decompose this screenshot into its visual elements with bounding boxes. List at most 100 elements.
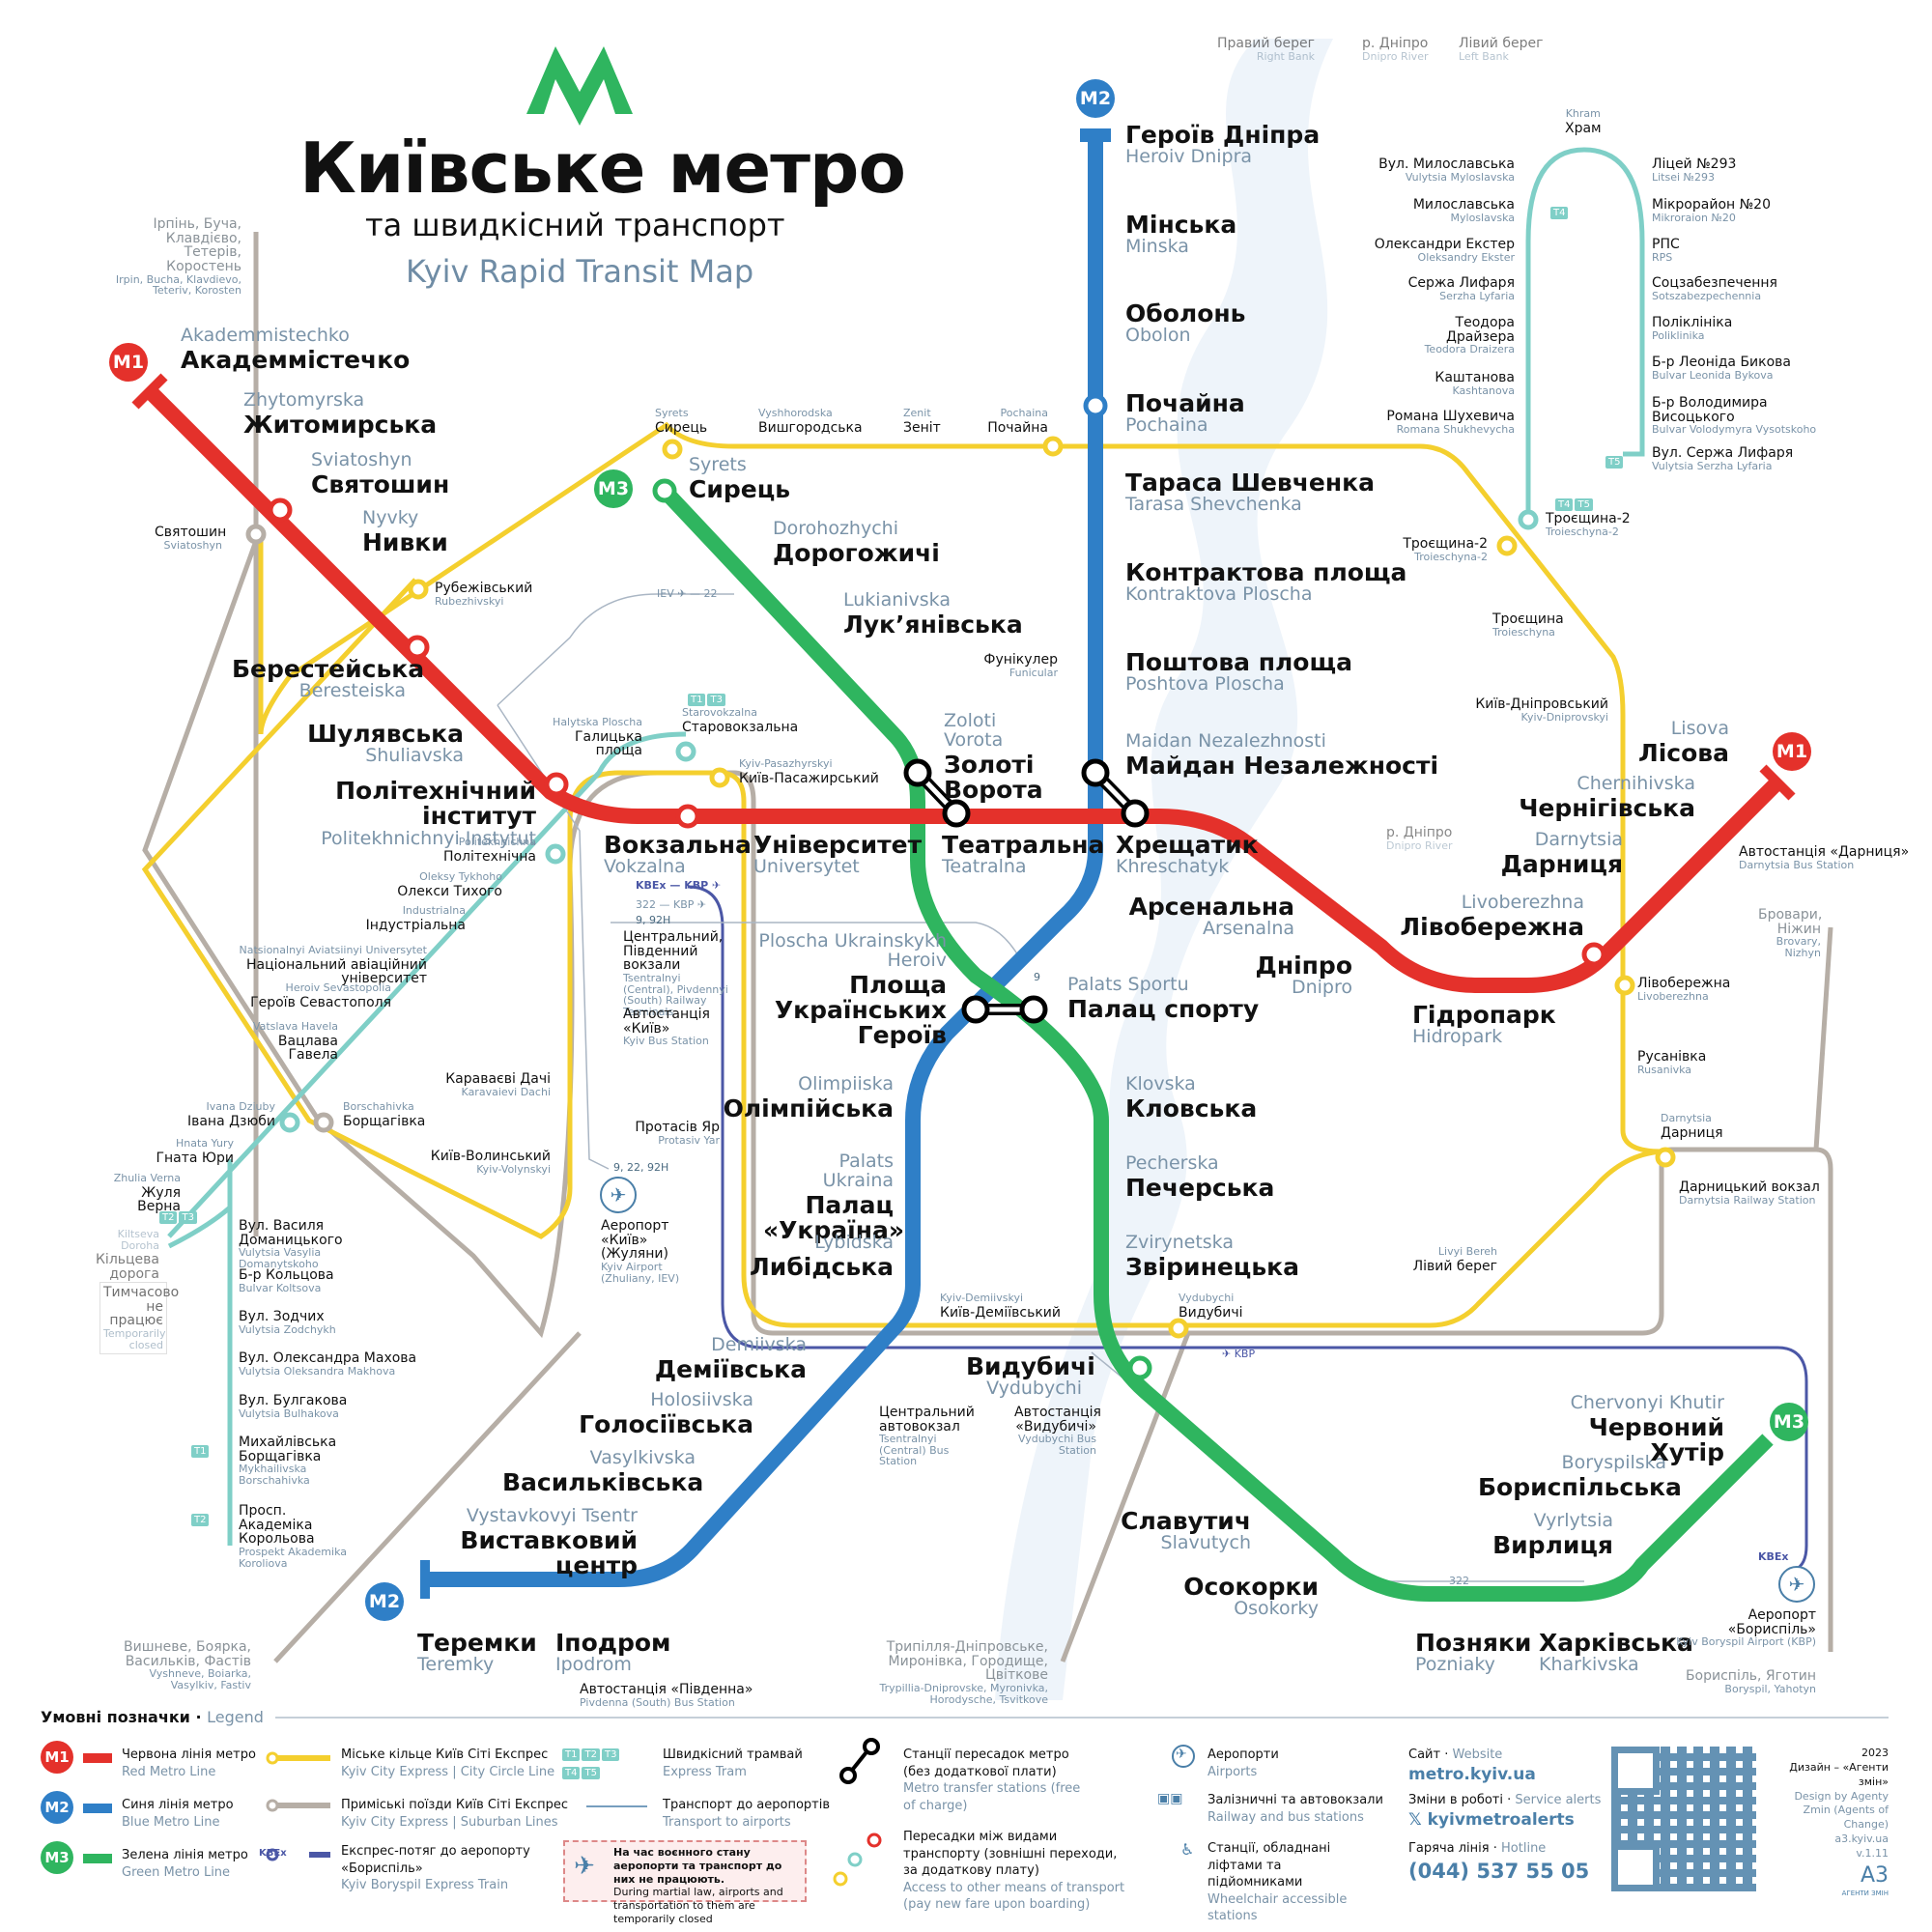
poi-vydubychi-bus-station[interactable]: Автостанція «Видубичі»Vydubychi Bus Stat… — [1014, 1405, 1101, 1457]
poi-pivdenna-bus-station[interactable]: Автостанція «Південна»Pivdenna (South) B… — [580, 1682, 753, 1709]
poi-airport-zhuliany[interactable]: Аеропорт «Київ» (Жуляни)Kyiv Airport (Zh… — [601, 1218, 680, 1285]
poi-kyiv-bus-station[interactable]: Автостанція «Київ»Kyiv Bus Station — [623, 1007, 710, 1048]
poi-darnytsia-bus-station[interactable]: Автостанція «Дарниця»Darnytsia Bus Stati… — [1739, 844, 1910, 871]
contact-hotline[interactable]: Гаряча лінія · Hotline(044) 537 55 05 — [1408, 1841, 1590, 1883]
